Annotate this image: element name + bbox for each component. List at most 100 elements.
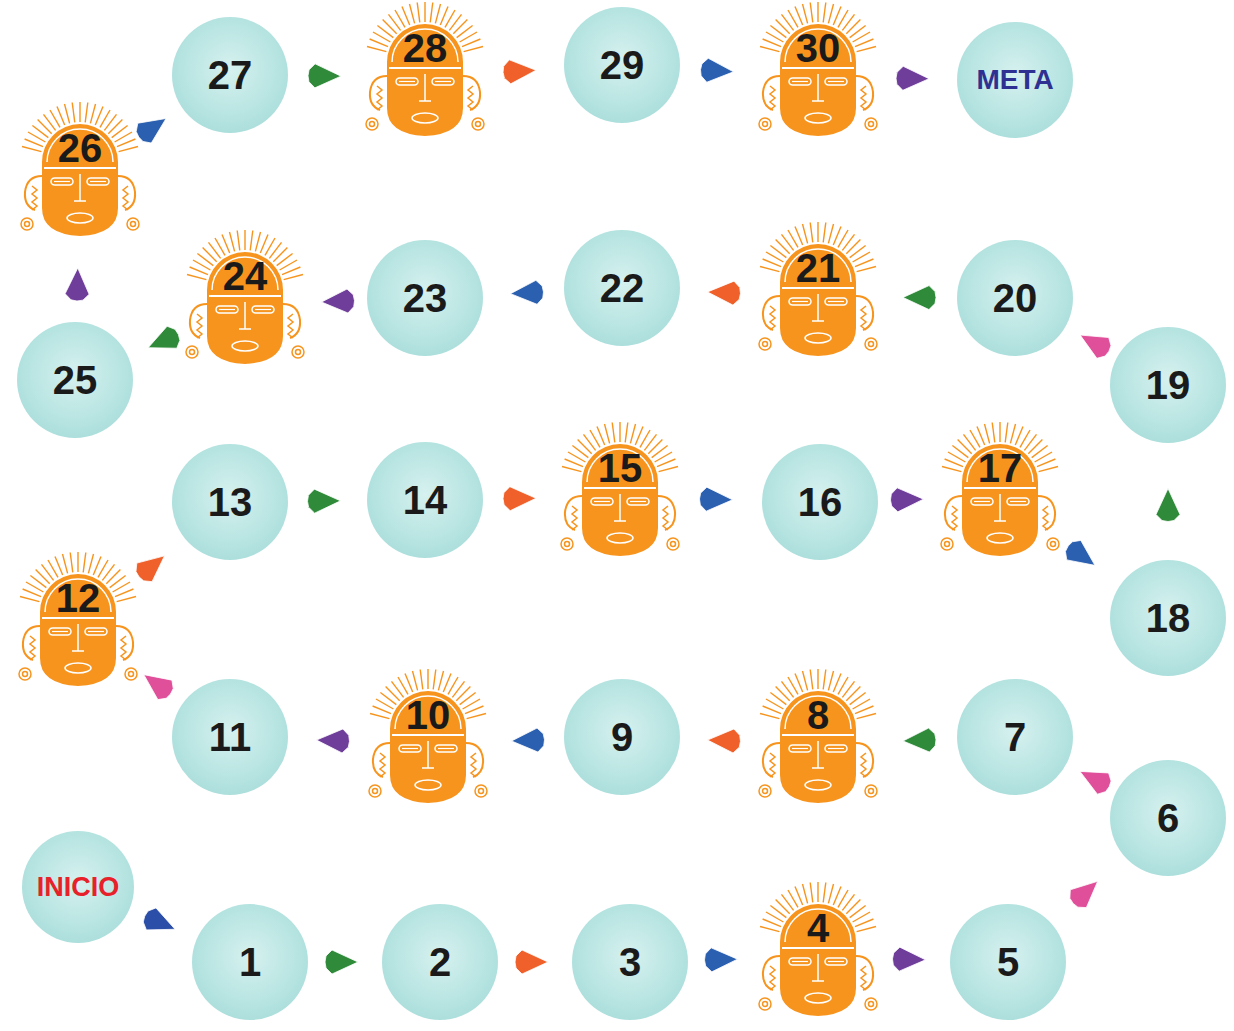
board-space: 5 [950, 904, 1066, 1020]
mask-drawing [753, 0, 883, 140]
mask-drawing [360, 0, 490, 140]
board-space: INICIO [22, 831, 134, 943]
space-label: 10 [363, 695, 493, 735]
board-space: 19 [1110, 327, 1226, 443]
arrow-cone [136, 118, 166, 143]
board-space: 11 [172, 679, 288, 795]
mask-space: 24 [180, 228, 310, 368]
space-label: 6 [1157, 798, 1179, 838]
arrow-cone [1156, 489, 1180, 522]
arrow-cone [322, 289, 355, 313]
mask-drawing [753, 220, 883, 360]
arrow-cone [893, 947, 926, 971]
space-label: INICIO [37, 874, 120, 901]
board-space: 13 [172, 444, 288, 560]
mask-space: 30 [753, 0, 883, 140]
board-space: 22 [564, 230, 680, 346]
mask-space: 10 [363, 667, 493, 807]
mask-drawing [15, 100, 145, 240]
mask-space: 28 [360, 0, 490, 140]
space-label: 14 [403, 480, 448, 520]
arrow-cone [148, 326, 180, 348]
board-space: 25 [17, 322, 133, 438]
space-label: 13 [208, 482, 253, 522]
arrow-cone [515, 950, 548, 974]
mask-drawing [180, 228, 310, 368]
space-label: 8 [753, 695, 883, 735]
arrow-cone [896, 66, 929, 90]
board-space: 3 [572, 904, 688, 1020]
mask-space: 21 [753, 220, 883, 360]
mask-space: 26 [15, 100, 145, 240]
board-space: 2 [382, 904, 498, 1020]
arrow-cone [700, 487, 733, 511]
mask-space: 17 [935, 420, 1065, 560]
board-space: 1 [192, 904, 308, 1020]
space-label: 19 [1146, 365, 1191, 405]
space-label: 1 [239, 942, 261, 982]
board-space: 23 [367, 240, 483, 356]
space-label: 20 [993, 278, 1038, 318]
board-space: 6 [1110, 760, 1226, 876]
board-space: 7 [957, 679, 1073, 795]
board-space: 18 [1110, 560, 1226, 676]
arrow-cone [1080, 335, 1111, 358]
arrow-cone [903, 286, 936, 310]
board-space: 16 [762, 444, 878, 560]
space-label: 28 [360, 28, 490, 68]
mask-drawing [935, 420, 1065, 560]
arrow-cone [317, 729, 350, 753]
mask-space: 8 [753, 667, 883, 807]
arrow-cone [903, 728, 936, 752]
board-space: 27 [172, 17, 288, 133]
space-label: 29 [600, 45, 645, 85]
arrow-cone [136, 556, 165, 582]
arrow-cone [891, 488, 924, 512]
mask-drawing [555, 420, 685, 560]
board-space: 29 [564, 7, 680, 123]
space-label: 16 [798, 482, 843, 522]
space-label: 4 [753, 908, 883, 948]
space-label: 30 [753, 28, 883, 68]
arrow-cone [325, 950, 358, 974]
space-label: META [976, 66, 1053, 94]
arrow-cone [308, 64, 341, 88]
arrow-cone [308, 489, 341, 513]
arrow-cone [708, 281, 741, 305]
mask-space: 15 [555, 420, 685, 560]
board-space: META [957, 22, 1073, 138]
board-space: 9 [564, 679, 680, 795]
space-label: 18 [1146, 598, 1191, 638]
mask-drawing [13, 550, 143, 690]
arrow-cone [143, 908, 175, 930]
space-label: 3 [619, 942, 641, 982]
arrow-cone [705, 948, 738, 972]
mask-space: 4 [753, 880, 883, 1020]
space-label: 23 [403, 278, 448, 318]
arrow-cone [503, 60, 536, 84]
space-label: 26 [15, 128, 145, 168]
space-label: 27 [208, 55, 253, 95]
arrow-cone [144, 675, 173, 700]
mask-drawing [363, 667, 493, 807]
mask-space: 12 [13, 550, 143, 690]
arrow-cone [708, 729, 741, 753]
arrow-cone [1080, 771, 1111, 794]
arrow-cone [1065, 540, 1094, 565]
arrow-cone [512, 728, 545, 752]
space-label: 2 [429, 942, 451, 982]
mask-drawing [753, 880, 883, 1020]
arrow-cone [503, 487, 536, 511]
space-label: 25 [53, 360, 98, 400]
space-label: 9 [611, 717, 633, 757]
space-label: 22 [600, 268, 645, 308]
space-label: 11 [209, 717, 251, 757]
space-label: 24 [180, 256, 310, 296]
arrow-cone [1070, 881, 1098, 907]
space-label: 5 [997, 942, 1019, 982]
space-label: 15 [555, 448, 685, 488]
arrow-cone [511, 280, 544, 304]
board-space: 20 [957, 240, 1073, 356]
arrow-cone [65, 268, 89, 301]
space-label: 7 [1004, 717, 1026, 757]
